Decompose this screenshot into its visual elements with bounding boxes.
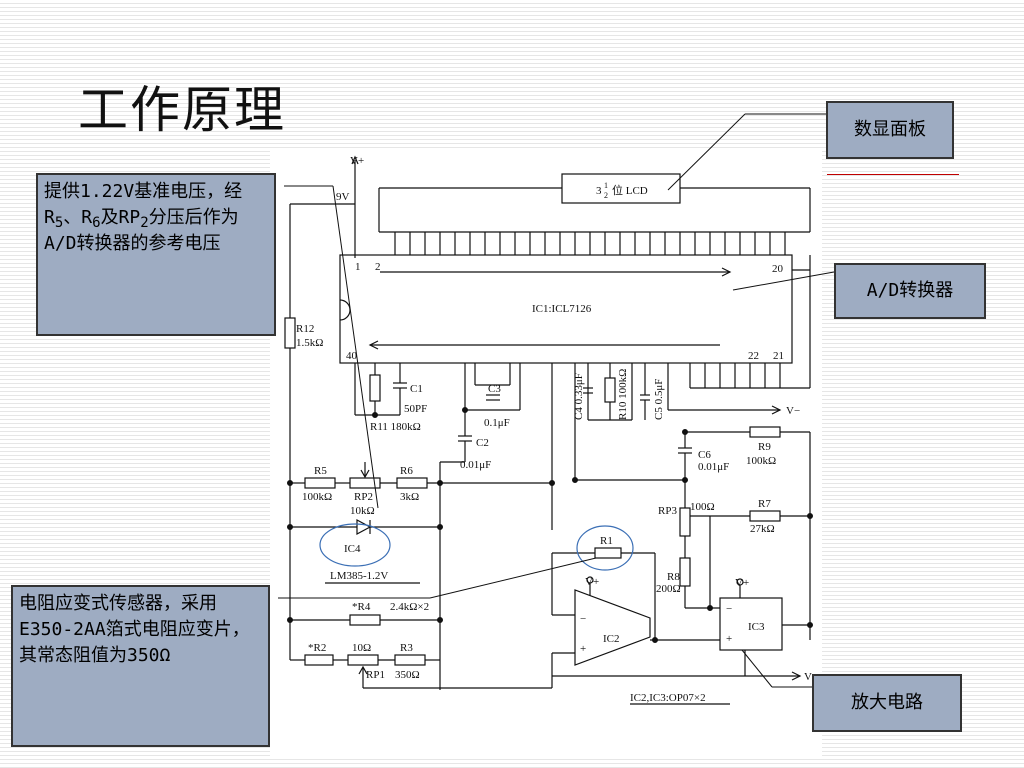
ic3-vplus-label: V+ <box>735 577 749 589</box>
rp2-label: RP2 <box>354 491 373 503</box>
c3-value: 0.1μF <box>484 417 510 429</box>
r4-value: 2.4kΩ×2 <box>390 601 429 613</box>
rp3-label: RP3 <box>658 505 677 517</box>
r4-label: *R4 <box>352 601 371 613</box>
rp1-label: RP1 <box>366 669 385 681</box>
r5-label: R5 <box>314 465 327 477</box>
c6-value: 0.01μF <box>698 461 729 473</box>
c2-value: 0.01μF <box>460 459 491 471</box>
r12-value: 1.5kΩ <box>296 337 323 349</box>
c5-label: C5 0.5μF <box>653 379 665 420</box>
r3-value: 350Ω <box>395 669 420 681</box>
r9-value: 100kΩ <box>746 455 776 467</box>
c6-label: C6 <box>698 449 711 461</box>
r5-value: 100kΩ <box>302 491 332 503</box>
reference-callout-sub-rp2: 2 <box>140 215 149 231</box>
lcd-panel-callout: 数显面板 <box>826 101 954 159</box>
ic2-vplus-label: V+ <box>585 576 599 588</box>
ic2-minus: − <box>580 613 586 625</box>
pin-22-label: 22 <box>748 350 759 362</box>
ic3-plus: + <box>726 633 732 645</box>
r7-value: 27kΩ <box>750 523 775 535</box>
accent-rule <box>827 174 959 175</box>
rp3-value: 100Ω <box>690 501 715 513</box>
sensor-callout: 电阻应变式传感器，采用E350-2AA箔式电阻应变片，其常态阻值为350Ω <box>11 585 270 747</box>
r1-highlight-ellipse <box>576 525 634 571</box>
r2-label: *R2 <box>308 642 326 654</box>
vplus-top-label: V+ <box>350 155 364 167</box>
pin-2-label: 2 <box>375 261 381 273</box>
ic3-minus: − <box>726 603 732 615</box>
r6-value: 3kΩ <box>400 491 419 503</box>
reference-callout-sub-r5: 5 <box>54 215 64 231</box>
ic2-label: IC2 <box>603 633 620 645</box>
circuit-schematic: V+ 9V 3 1 2 位 LCD 1 2 20 40 22 21 IC1:IC… <box>284 155 813 705</box>
ic4-label: IC4 <box>344 543 361 555</box>
lcd-label: 位 LCD <box>612 183 648 197</box>
r11-label: R11 180kΩ <box>370 421 421 433</box>
reference-callout-text-3: 及RP <box>100 207 141 228</box>
r8-value: 200Ω <box>656 583 681 595</box>
ic23-label: IC2,IC3:OP07×2 <box>630 692 706 704</box>
vminus-label: V− <box>786 405 800 417</box>
c1-value: 50PF <box>404 403 427 415</box>
pin-20-label: 20 <box>772 263 784 275</box>
c4-label: C4 0.33μF <box>573 373 585 420</box>
adc-callout: A/D转换器 <box>834 263 986 319</box>
reference-callout-text-2: 、R <box>63 207 93 228</box>
pin-40-label: 40 <box>346 350 358 362</box>
pin-9v-label: 9V <box>336 191 350 203</box>
r1-label: R1 <box>600 535 613 547</box>
reference-callout-text-4: 分压后作为A/D转换器的参考电压 <box>44 207 239 254</box>
ic3-label: IC3 <box>748 621 765 633</box>
slide-title: 工作原理 <box>78 81 286 139</box>
reference-callout-text-1: 提供1.22V基准电压，经R <box>44 181 243 228</box>
lcd-digits-int: 3 <box>596 185 602 197</box>
reference-voltage-callout: 提供1.22V基准电压，经R5、R6及RP2分压后作为A/D转换器的参考电压 <box>36 173 276 336</box>
amplifier-callout: 放大电路 <box>812 674 962 732</box>
rp1-value: 10Ω <box>352 642 371 654</box>
lm385-label: LM385-1.2V <box>330 570 388 582</box>
r12-label: R12 <box>296 323 314 335</box>
reference-callout-sub-r6: 6 <box>92 215 101 231</box>
c3-label: C3 <box>488 383 501 395</box>
c1-label: C1 <box>410 383 423 395</box>
r3-label: R3 <box>400 642 413 654</box>
ic1-label: IC1:ICL7126 <box>532 303 592 315</box>
r9-label: R9 <box>758 441 771 453</box>
r8-label: R8 <box>667 571 680 583</box>
pin-21-label: 21 <box>773 350 784 362</box>
lcd-digits-den: 2 <box>604 191 608 200</box>
vout-label: V <box>804 671 812 683</box>
ic4-highlight-ellipse <box>319 523 391 567</box>
r7-label: R7 <box>758 498 771 510</box>
rp2-value: 10kΩ <box>350 505 375 517</box>
lcd-bus <box>394 232 786 255</box>
ic2-plus: + <box>580 643 586 655</box>
pin-1-label: 1 <box>355 261 361 273</box>
r6-label: R6 <box>400 465 413 477</box>
r10-label: R10 100kΩ <box>617 369 629 420</box>
lcd-digits-num: 1 <box>604 181 608 190</box>
c2-label: C2 <box>476 437 489 449</box>
circuit-diagram: V+ 9V 3 1 2 位 LCD 1 2 20 40 22 21 IC1:IC… <box>270 150 822 756</box>
